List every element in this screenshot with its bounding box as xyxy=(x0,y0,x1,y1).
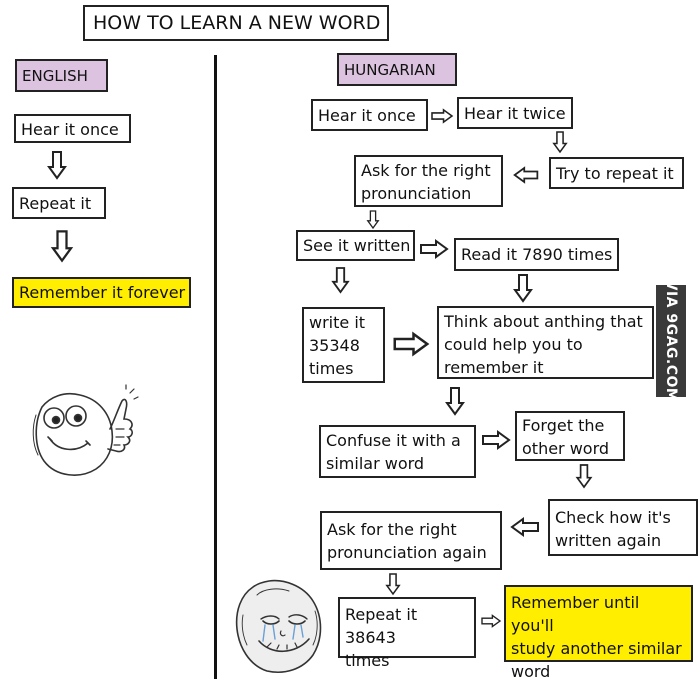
hungarian-result: Remember until you'll study another simi… xyxy=(504,585,693,681)
hungarian-hear-once: Hear it once xyxy=(311,99,428,131)
hungarian-ask-again: Ask for the right pronunciation again xyxy=(320,511,502,570)
right-arrow-icon xyxy=(431,108,454,124)
hungarian-think-about: Think about anthing that could help you … xyxy=(437,306,654,379)
down-arrow-icon xyxy=(47,151,67,180)
down-arrow-icon xyxy=(575,464,593,489)
hungarian-hear-twice: Hear it twice xyxy=(457,97,573,129)
watermark-text: VIA 9GAG.COM xyxy=(663,279,679,403)
down-arrow-icon xyxy=(445,387,465,416)
watermark: VIA 9GAG.COM xyxy=(656,280,686,402)
hungarian-read-times: Read it 7890 times xyxy=(454,238,619,271)
happy-face-thumbs-up-icon xyxy=(32,384,139,476)
right-arrow-icon xyxy=(420,239,449,259)
diagram-title: HOW TO LEARN A NEW WORD xyxy=(83,5,389,41)
hungarian-ask-pronunciation: Ask for the right pronunciation xyxy=(354,155,503,207)
forever-alone-face-icon xyxy=(235,579,322,673)
left-arrow-icon xyxy=(513,166,539,184)
english-label: ENGLISH xyxy=(15,59,108,92)
column-divider xyxy=(214,55,217,679)
hungarian-see-written: See it written xyxy=(296,230,415,261)
down-arrow-icon xyxy=(513,274,533,303)
left-arrow-icon xyxy=(510,517,539,537)
down-arrow-icon xyxy=(552,131,568,154)
hungarian-check-written: Check how it's written again xyxy=(548,499,698,556)
down-arrow-icon xyxy=(385,573,401,596)
right-arrow-icon xyxy=(481,614,502,628)
right-arrow-icon xyxy=(393,331,430,357)
hungarian-confuse: Confuse it with a similar word xyxy=(319,425,476,478)
hungarian-forget: Forget the other word xyxy=(515,411,625,461)
hungarian-repeat-times: Repeat it 38643 times xyxy=(338,597,476,670)
down-arrow-icon xyxy=(366,210,380,230)
hungarian-try-repeat: Try to repeat it xyxy=(549,157,684,189)
down-arrow-icon xyxy=(50,230,74,263)
english-result: Remember it forever xyxy=(12,277,191,308)
english-hear-once: Hear it once xyxy=(14,114,131,143)
hungarian-write-times: write it 35348 times xyxy=(302,307,385,383)
hungarian-label: HUNGARIAN xyxy=(337,53,457,86)
right-arrow-icon xyxy=(482,430,511,450)
english-repeat-it: Repeat it xyxy=(12,187,106,219)
down-arrow-icon xyxy=(331,267,350,294)
